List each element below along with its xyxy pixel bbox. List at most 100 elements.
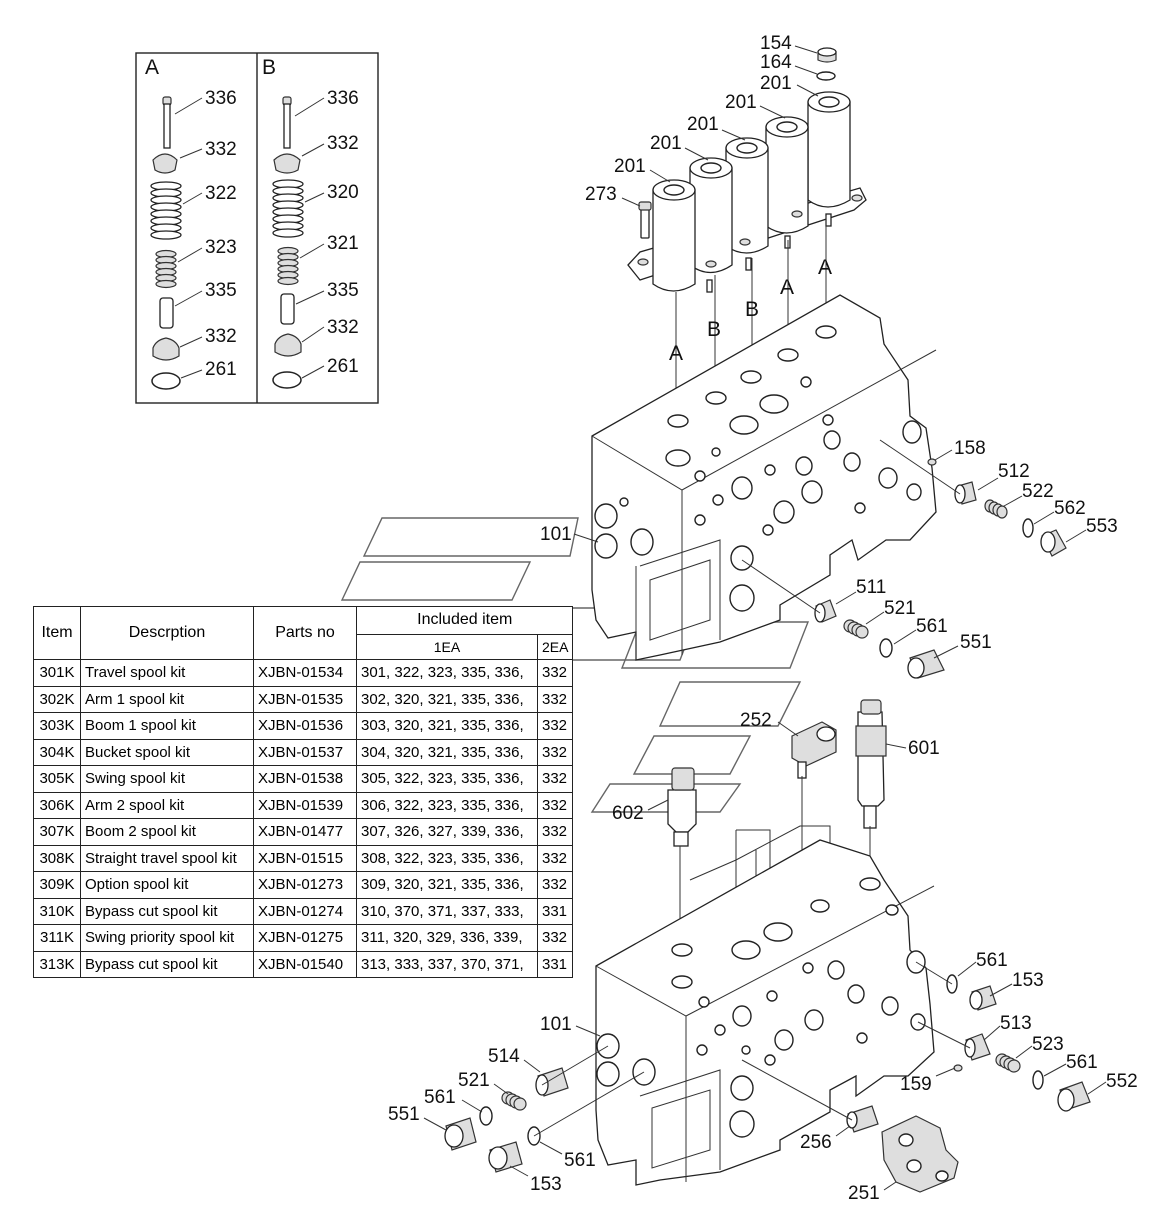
callout-label: 261	[205, 359, 237, 380]
lower-block-callouts: 252 601 602 561 153 101 514 521 561 551 …	[388, 710, 1138, 1204]
cell-2ea: 331	[536, 950, 574, 978]
header-parts-no: Parts no	[253, 606, 357, 660]
callout-label: A	[669, 342, 683, 365]
cell-1ea: 313, 333, 337, 370, 371,	[356, 950, 538, 978]
callout-label: 335	[327, 280, 359, 301]
cell-description: Arm 1 spool kit	[80, 685, 254, 713]
callout-label: 521	[884, 598, 916, 619]
cell-description: Bucket spool kit	[80, 738, 254, 766]
callout-label: 332	[327, 317, 359, 338]
callout-label: 201	[614, 156, 646, 177]
cell-item: 305K	[33, 765, 81, 793]
callout-label: 561	[424, 1087, 456, 1108]
table-row: 303K Boom 1 spool kit XJBN-01536 303, 32…	[33, 712, 574, 740]
cell-1ea: 306, 322, 323, 335, 336,	[356, 791, 538, 819]
solenoid-assembly: 154 164 201 201 201 201 201 273 A B B A …	[585, 33, 867, 420]
inset-label-a: A	[145, 56, 159, 79]
cell-2ea: 332	[536, 791, 574, 819]
table-row: 302K Arm 1 spool kit XJBN-01535 302, 320…	[33, 685, 574, 713]
cell-1ea: 308, 322, 323, 335, 336,	[356, 844, 538, 872]
header-included-item: Included item	[355, 606, 574, 635]
callout-label: 513	[1000, 1013, 1032, 1034]
solenoid-callouts: 154 164 201 201 201 201 201 273	[585, 33, 819, 207]
callout-label: 602	[612, 803, 644, 824]
cell-1ea: 304, 320, 321, 335, 336,	[356, 738, 538, 766]
cell-2ea: 332	[536, 818, 574, 846]
callout-label: 523	[1032, 1034, 1064, 1055]
callout-label: 335	[205, 280, 237, 301]
table-row: 310K Bypass cut spool kit XJBN-01274 310…	[33, 897, 574, 925]
cell-parts-no: XJBN-01535	[253, 685, 357, 713]
cell-item: 302K	[33, 685, 81, 713]
cell-item: 311K	[33, 924, 81, 952]
cell-description: Arm 2 spool kit	[80, 791, 254, 819]
callout-label: 101	[540, 1014, 572, 1035]
cell-parts-no: XJBN-01540	[253, 950, 357, 978]
callout-label: A	[780, 276, 794, 299]
cell-description: Option spool kit	[80, 871, 254, 899]
cell-item: 307K	[33, 818, 81, 846]
callout-label: 322	[205, 183, 237, 204]
inset-label-b: B	[262, 56, 276, 79]
cell-parts-no: XJBN-01515	[253, 844, 357, 872]
header-2ea: 2EA	[536, 633, 574, 661]
callout-label: 332	[327, 133, 359, 154]
cell-2ea: 332	[536, 871, 574, 899]
cell-1ea: 307, 326, 327, 339, 336,	[356, 818, 538, 846]
callout-label: 601	[908, 738, 940, 759]
cell-1ea: 311, 320, 329, 336, 339,	[356, 924, 538, 952]
cell-description: Boom 1 spool kit	[80, 712, 254, 740]
cell-item: 304K	[33, 738, 81, 766]
spool-kit-table: Item Descrption Parts no Included item 1…	[33, 606, 574, 978]
callout-label: 553	[1086, 516, 1118, 537]
callout-label: A	[818, 256, 832, 279]
cell-1ea: 305, 322, 323, 335, 336,	[356, 765, 538, 793]
callout-label: 562	[1054, 498, 1086, 519]
table-row: 309K Option spool kit XJBN-01273 309, 32…	[33, 871, 574, 899]
header-1ea: 1EA	[356, 633, 538, 661]
upper-side-parts	[814, 458, 1067, 679]
callout-label: 158	[954, 438, 986, 459]
inset-b-callouts: 336 332 320 321 335 332 261	[294, 88, 359, 379]
callout-label: 521	[458, 1070, 490, 1091]
callout-label: 273	[585, 184, 617, 205]
cell-2ea: 332	[536, 659, 574, 687]
cell-description: Travel spool kit	[80, 659, 254, 687]
callout-label: 332	[205, 139, 237, 160]
callout-label: 323	[205, 237, 237, 258]
cell-parts-no: XJBN-01538	[253, 765, 357, 793]
callout-label: 101	[540, 524, 572, 545]
callout-label: 522	[1022, 481, 1054, 502]
callout-label: 251	[848, 1183, 880, 1204]
cell-1ea: 309, 320, 321, 335, 336,	[356, 871, 538, 899]
cell-item: 310K	[33, 897, 81, 925]
cell-parts-no: XJBN-01536	[253, 712, 357, 740]
callout-label: 561	[1066, 1052, 1098, 1073]
table-row: 304K Bucket spool kit XJBN-01537 304, 32…	[33, 738, 574, 766]
lower-top-parts	[667, 699, 887, 847]
cell-description: Bypass cut spool kit	[80, 950, 254, 978]
callout-label: 159	[900, 1074, 932, 1095]
callout-label: B	[745, 298, 759, 321]
cell-description: Swing spool kit	[80, 765, 254, 793]
header-item: Item	[33, 606, 81, 660]
table-row: 308K Straight travel spool kit XJBN-0151…	[33, 844, 574, 872]
cell-1ea: 302, 320, 321, 335, 336,	[356, 685, 538, 713]
cell-item: 303K	[33, 712, 81, 740]
cell-1ea: 301, 322, 323, 335, 336,	[356, 659, 538, 687]
cell-item: 309K	[33, 871, 81, 899]
cell-2ea: 332	[536, 712, 574, 740]
lower-side-parts	[444, 974, 1091, 1193]
cell-description: Straight travel spool kit	[80, 844, 254, 872]
callout-label: 154	[760, 33, 792, 54]
cell-1ea: 303, 320, 321, 335, 336,	[356, 712, 538, 740]
inset-b-parts	[272, 96, 304, 389]
table-row: 301K Travel spool kit XJBN-01534 301, 32…	[33, 659, 574, 687]
callout-label: 551	[388, 1104, 420, 1125]
cell-2ea: 332	[536, 765, 574, 793]
table-header-row: Item Descrption Parts no Included item	[33, 606, 574, 660]
cell-2ea: 332	[536, 685, 574, 713]
cell-2ea: 332	[536, 924, 574, 952]
callout-label: 551	[960, 632, 992, 653]
